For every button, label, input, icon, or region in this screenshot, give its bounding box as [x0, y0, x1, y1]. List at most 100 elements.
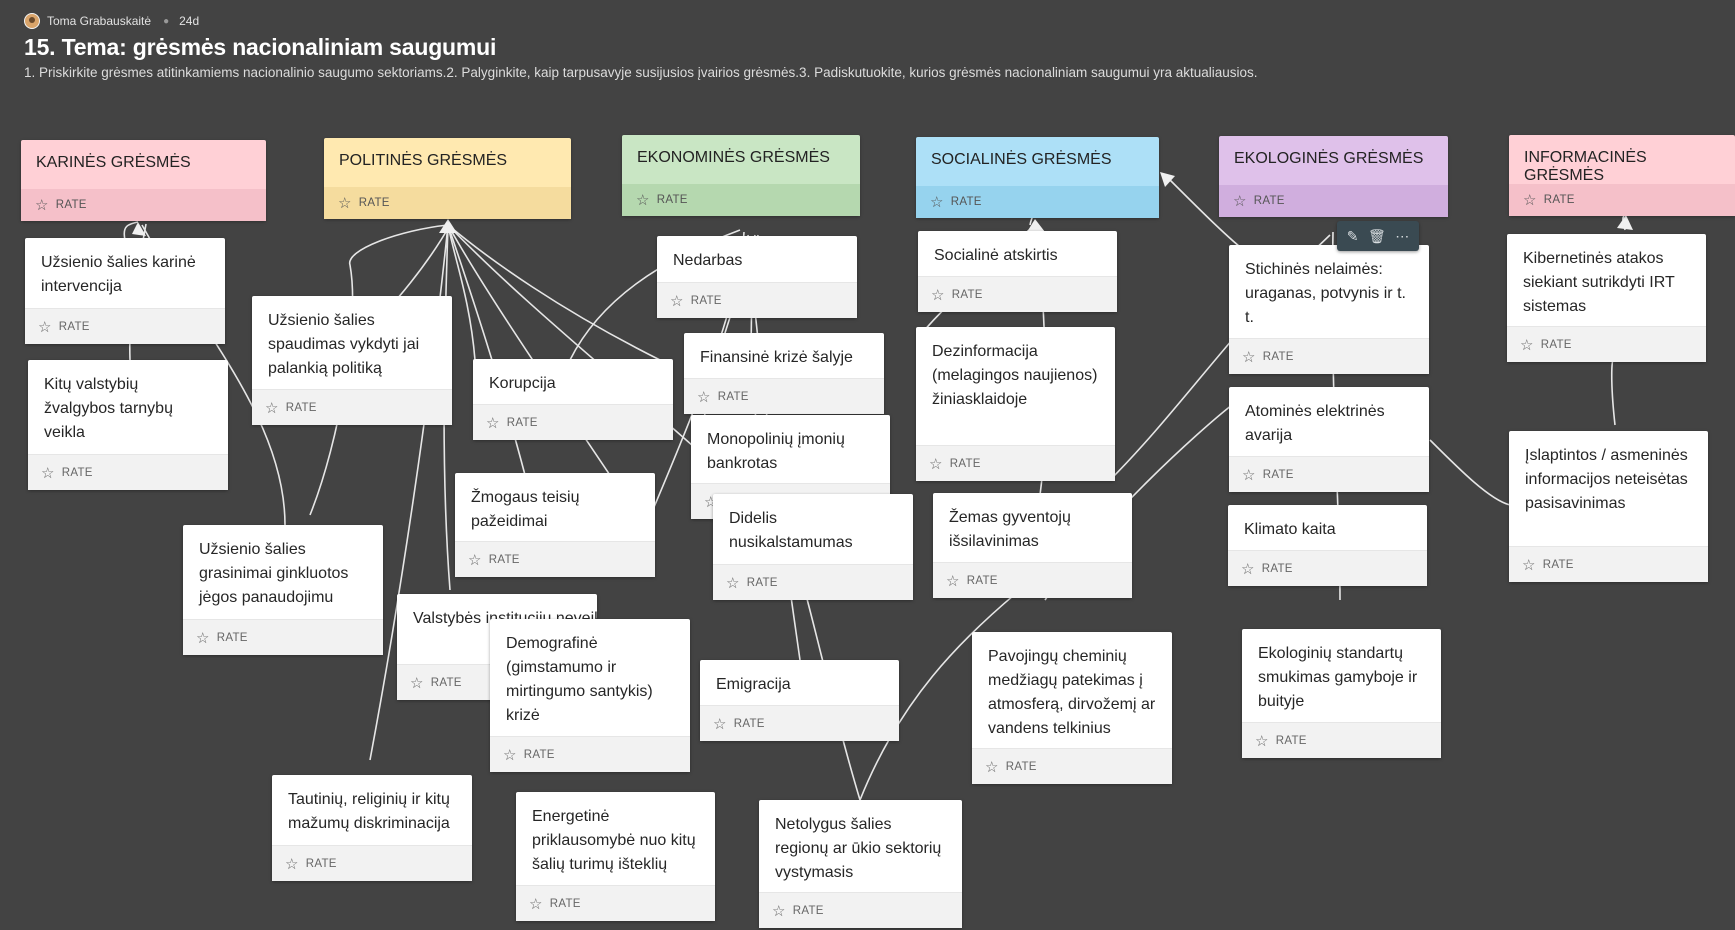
column-politines-gresmes[interactable]: POLITINĖS GRĖSMĖS ☆RATE [324, 138, 571, 219]
rate-button[interactable]: ☆RATE [490, 736, 690, 772]
rate-button[interactable]: ☆RATE [1229, 338, 1429, 374]
rate-button[interactable]: ☆RATE [516, 885, 715, 921]
star-icon: ☆ [670, 292, 684, 310]
card[interactable]: Stichinės nelaimės: uraganas, potvynis i… [1229, 245, 1429, 374]
connector [859, 589, 1021, 801]
card[interactable]: Dezinformacija (melagingos naujienos) ži… [916, 327, 1115, 481]
column-socialines-gresmes[interactable]: SOCIALINĖS GRĖSMĖS ☆RATE [916, 137, 1159, 218]
card-text: Emigracija [716, 676, 791, 693]
card[interactable]: Užsienio šalies spaudimas vykdyti jai pa… [252, 296, 452, 425]
rate-button[interactable]: ☆RATE [21, 189, 266, 221]
card[interactable]: Pavojingų cheminių medžiagų patekimas į … [972, 632, 1172, 784]
card[interactable]: Žmogaus teisių pažeidimai ☆RATE [455, 473, 655, 577]
card[interactable]: Energetinė priklausomybė nuo kitų šalių … [516, 792, 715, 921]
rate-button[interactable]: ☆RATE [25, 308, 225, 344]
card[interactable]: Atominės elektrinės avarija ☆RATE [1229, 387, 1429, 492]
star-icon: ☆ [929, 455, 943, 473]
rate-label: RATE [58, 320, 90, 333]
card[interactable]: Emigracija ☆ RATE [700, 660, 899, 741]
card[interactable]: Žemas gyventojų išsilavinimas ☆RATE [933, 493, 1132, 598]
pencil-icon[interactable]: ✎ [1346, 227, 1359, 244]
rate-button[interactable]: ☆RATE [252, 389, 452, 425]
rate-button[interactable]: ☆RATE [622, 184, 860, 216]
rate-label: RATE [1261, 562, 1293, 575]
card[interactable]: Finansinė krizė šalyje ☆RATE [684, 333, 884, 414]
rate-button[interactable]: ☆RATE [1228, 550, 1427, 586]
rate-label: RATE [305, 857, 337, 870]
star-icon: ☆ [713, 715, 727, 733]
rate-label: RATE [216, 631, 248, 644]
rate-button[interactable]: ☆RATE [1229, 456, 1429, 492]
card-text: Netolygus šalies regionų ar ūkio sektori… [775, 816, 942, 881]
rate-button[interactable]: ☆ RATE [700, 705, 899, 741]
rate-label: RATE [506, 416, 538, 429]
rate-button[interactable]: ☆ RATE [657, 282, 857, 318]
rate-button[interactable]: ☆RATE [1242, 722, 1441, 758]
rate-label: RATE [733, 717, 765, 730]
page-header: Toma Grabauskaitė ● 24d 15. Tema: grėsmė… [24, 12, 1715, 80]
star-icon: ☆ [503, 746, 517, 764]
column-title: EKOLOGINĖS GRĖSMĖS [1234, 150, 1424, 167]
star-icon: ☆ [772, 902, 786, 920]
card[interactable]: Užsienio šalies karinė intervencija ☆RAT… [25, 238, 225, 344]
rate-button[interactable]: ☆ RATE [933, 562, 1132, 598]
avatar[interactable] [24, 13, 40, 29]
card[interactable]: Nedarbas ☆RATE [657, 236, 857, 318]
star-icon: ☆ [1233, 193, 1247, 210]
rate-button[interactable]: ☆RATE [455, 541, 655, 577]
more-icon[interactable]: ⋯ [1395, 227, 1410, 244]
card[interactable]: Demografinė (gimstamumo ir mirtingumo sa… [490, 619, 690, 772]
card[interactable]: Klimato kaita ☆RATE [1228, 505, 1427, 586]
card-text: Ekologinių standartų smukimas gamyboje i… [1258, 645, 1418, 710]
card[interactable]: Netolygus šalies regionų ar ūkio sektori… [759, 800, 962, 928]
star-icon: ☆ [636, 192, 650, 209]
arrowhead [1027, 219, 1045, 232]
rate-button[interactable]: ☆RATE [916, 445, 1115, 481]
rate-label: RATE [690, 294, 722, 307]
column-title: POLITINĖS GRĖSMĖS [339, 152, 508, 169]
card[interactable]: Kibernetinės atakos siekiant sutrikdyti … [1507, 234, 1706, 362]
rate-label: RATE [1262, 468, 1294, 481]
rate-button[interactable]: ☆ RATE [1219, 185, 1448, 217]
rate-button[interactable]: ☆RATE [473, 404, 673, 440]
card[interactable]: Ekologinių standartų smukimas gamyboje i… [1242, 629, 1441, 758]
rate-button[interactable]: ☆RATE [713, 564, 913, 600]
trash-icon[interactable]: 🗑 [1367, 227, 1386, 244]
arrowhead [439, 219, 457, 233]
card-text: Pavojingų cheminių medžiagų patekimas į … [988, 648, 1156, 737]
rate-label: RATE [950, 196, 982, 208]
arrowhead [1160, 172, 1175, 187]
card[interactable]: Kitų valstybių žvalgybos tarnybų veikla … [28, 360, 228, 490]
author-name[interactable]: Toma Grabauskaitė [47, 14, 152, 28]
rate-button[interactable]: ☆RATE [759, 892, 962, 928]
column-ekonomines-gresmes[interactable]: EKONOMINĖS GRĖSMĖS ☆RATE [622, 135, 860, 216]
card[interactable]: Užsienio šalies grasinimai ginkluotos jė… [183, 525, 383, 655]
card[interactable]: Socialinė atskirtis ☆RATE [918, 231, 1117, 312]
star-icon: ☆ [338, 195, 352, 212]
card[interactable]: Didelis nusikalstamumas ☆RATE [713, 494, 913, 600]
card[interactable]: Tautinių, religinių ir kitų mažumų diskr… [272, 775, 472, 881]
rate-button[interactable]: ☆RATE [684, 378, 884, 414]
star-icon: ☆ [946, 572, 960, 590]
rate-button[interactable]: ☆RATE [1509, 184, 1735, 216]
rate-button[interactable]: ☆RATE [972, 748, 1172, 784]
rate-button[interactable]: ☆RATE [1509, 546, 1708, 582]
connector [447, 224, 721, 471]
rate-button[interactable]: ☆RATE [324, 187, 571, 219]
column-karines-gresmes[interactable]: KARINĖS GRĖSMĖS ☆RATE [21, 140, 266, 221]
rate-label: RATE [1253, 195, 1285, 207]
rate-label: RATE [61, 466, 93, 479]
rate-button[interactable]: ☆RATE [28, 454, 228, 490]
column-informacines-gresmes[interactable]: INFORMACINĖS GRĖSMĖS ☆RATE [1509, 135, 1735, 216]
rate-button[interactable]: ☆RATE [272, 845, 472, 881]
star-icon: ☆ [196, 629, 210, 647]
rate-label: RATE [1262, 350, 1294, 363]
rate-label: RATE [966, 574, 998, 587]
rate-button[interactable]: ☆RATE [916, 186, 1159, 218]
rate-button[interactable]: ☆RATE [1507, 326, 1706, 362]
rate-button[interactable]: ☆ RATE [183, 619, 383, 655]
column-ekologines-gresmes[interactable]: EKOLOGINĖS GRĖSMĖS ☆ RATE [1219, 136, 1448, 217]
card[interactable]: Korupcija ☆RATE [473, 359, 673, 440]
rate-button[interactable]: ☆RATE [918, 276, 1117, 312]
card[interactable]: Įslaptintos / asmeninės informacijos net… [1509, 431, 1708, 582]
